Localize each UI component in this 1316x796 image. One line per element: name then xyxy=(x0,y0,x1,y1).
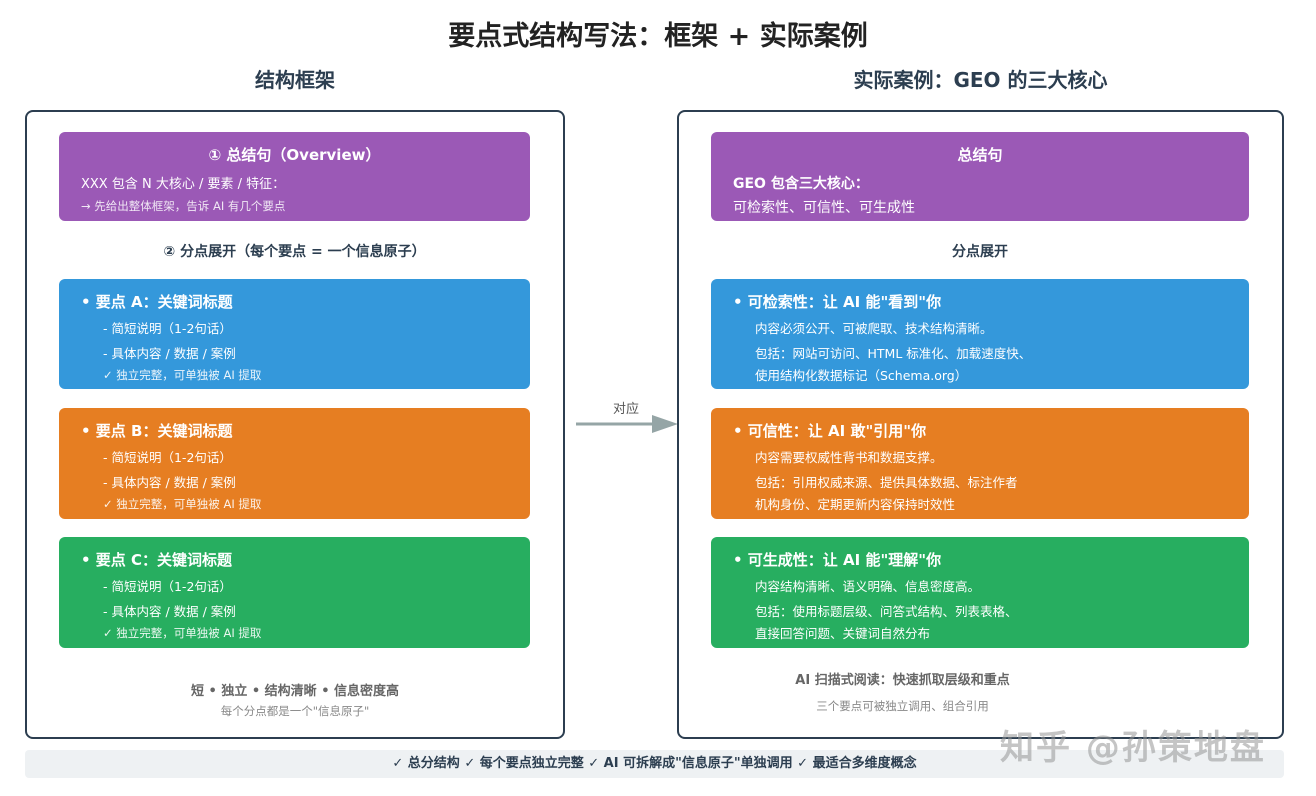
watermark: 知乎 @孙策地盘 xyxy=(1000,728,1266,768)
point-title: • 要点 C：关键词标题 xyxy=(81,551,233,569)
point-title: • 要点 B：关键词标题 xyxy=(81,422,233,440)
point-c-box: • 要点 C：关键词标题 - 简短说明（1-2句话） - 具体内容 / 数据 /… xyxy=(59,537,530,648)
expand-label: 分点展开 xyxy=(952,244,1008,260)
summary-bar: ✓ 总分结构 ✓ 每个要点独立完整 ✓ AI 可拆解成"信息原子"单独调用 ✓ … xyxy=(25,750,1284,778)
point-check: ✓ 独立完整，可单独被 AI 提取 xyxy=(103,626,262,640)
point-title: • 可信性：让 AI 敢"引用"你 xyxy=(733,422,927,440)
point-title: • 要点 A：关键词标题 xyxy=(81,293,233,311)
point-line: 直接回答问题、关键词自然分布 xyxy=(755,626,931,641)
retrievability-box: • 可检索性：让 AI 能"看到"你 内容必须公开、可被爬取、技术结构清晰。 包… xyxy=(711,279,1249,389)
right-heading: 实际案例：GEO 的三大核心 xyxy=(853,68,1108,92)
point-line: - 简短说明（1-2句话） xyxy=(103,579,232,594)
overview-line: XXX 包含 N 大核心 / 要素 / 特征： xyxy=(81,177,286,192)
overview-title: 总结句 xyxy=(957,146,1003,164)
point-line: - 具体内容 / 数据 / 案例 xyxy=(103,604,236,619)
point-line: - 具体内容 / 数据 / 案例 xyxy=(103,475,236,490)
point-check: ✓ 独立完整，可单独被 AI 提取 xyxy=(103,497,262,511)
left-footer-note: 每个分点都是一个"信息原子" xyxy=(220,704,370,718)
generativity-box: • 可生成性：让 AI 能"理解"你 内容结构清晰、语义明确、信息密度高。 包括… xyxy=(711,537,1249,648)
point-line: 内容结构清晰、语义明确、信息密度高。 xyxy=(755,579,981,594)
credibility-box: • 可信性：让 AI 敢"引用"你 内容需要权威性背书和数据支撑。 包括：引用权… xyxy=(711,408,1249,519)
right-footer: AI 扫描式阅读：快速抓取层级和重点 xyxy=(795,673,1010,688)
left-footer: 短 • 独立 • 结构清晰 • 信息密度高 xyxy=(190,684,400,699)
point-a-box: • 要点 A：关键词标题 - 简短说明（1-2句话） - 具体内容 / 数据 /… xyxy=(59,279,530,389)
point-line: - 简短说明（1-2句话） xyxy=(103,321,232,336)
point-line: 包括：网站可访问、HTML 标准化、加载速度快、 xyxy=(755,346,1032,361)
point-line: 机构身份、定期更新内容保持时效性 xyxy=(755,497,956,512)
overview-box: ① 总结句（Overview） XXX 包含 N 大核心 / 要素 / 特征： … xyxy=(59,132,530,221)
point-title: • 可生成性：让 AI 能"理解"你 xyxy=(733,551,942,569)
overview-box: 总结句 GEO 包含三大核心： 可检索性、可信性、可生成性 xyxy=(711,132,1249,221)
arrow-right-icon xyxy=(576,415,678,433)
point-line: 内容必须公开、可被爬取、技术结构清晰。 xyxy=(755,321,993,336)
page-title: 要点式结构写法：框架 + 实际案例 xyxy=(448,21,868,52)
point-line: - 具体内容 / 数据 / 案例 xyxy=(103,346,236,361)
point-line: 包括：使用标题层级、问答式结构、列表表格、 xyxy=(755,604,1018,619)
point-b-box: • 要点 B：关键词标题 - 简短说明（1-2句话） - 具体内容 / 数据 /… xyxy=(59,408,530,519)
overview-note: → 先给出整体框架，告诉 AI 有几个要点 xyxy=(81,199,286,213)
left-heading: 结构框架 xyxy=(255,68,335,92)
point-line: 包括：引用权威来源、提供具体数据、标注作者 xyxy=(755,475,1018,490)
arrow-label: 对应 xyxy=(612,402,639,417)
point-line: 使用结构化数据标记（Schema.org） xyxy=(755,368,968,383)
overview-title: ① 总结句（Overview） xyxy=(208,146,381,164)
right-footer-note: 三个要点可被独立调用、组合引用 xyxy=(816,699,989,713)
point-check: ✓ 独立完整，可单独被 AI 提取 xyxy=(103,368,262,382)
overview-line: GEO 包含三大核心： xyxy=(733,176,869,192)
point-title: • 可检索性：让 AI 能"看到"你 xyxy=(733,293,942,311)
overview-items: 可检索性、可信性、可生成性 xyxy=(733,200,915,216)
point-line: - 简短说明（1-2句话） xyxy=(103,450,232,465)
point-line: 内容需要权威性背书和数据支撑。 xyxy=(755,450,943,465)
expand-label: ② 分点展开（每个要点 = 一个信息原子） xyxy=(163,244,426,260)
